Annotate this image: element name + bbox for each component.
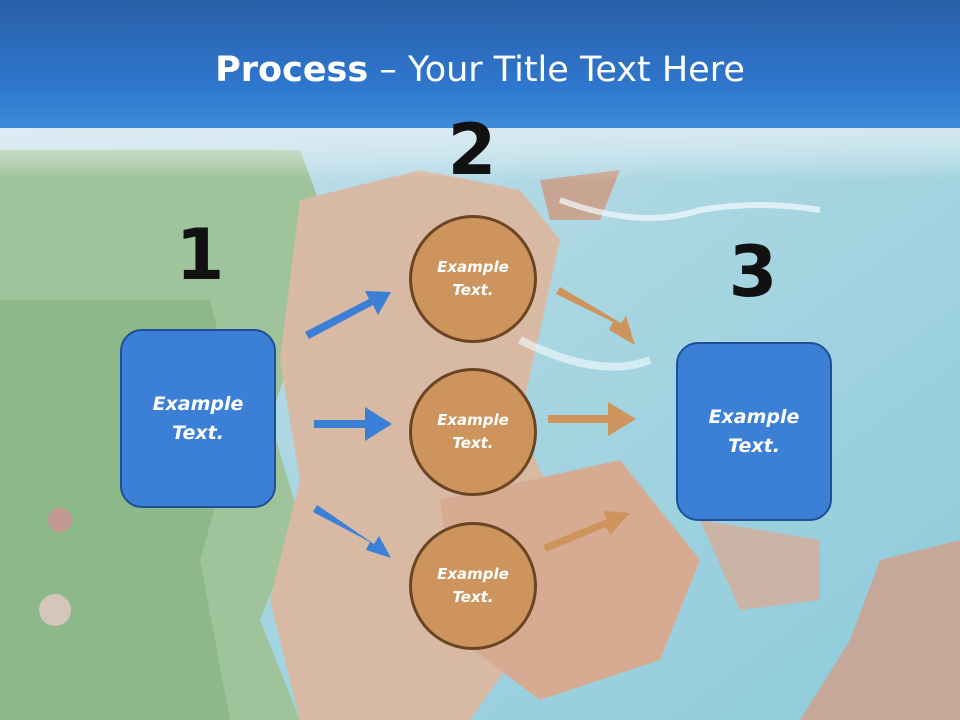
- step-2-circle-bottom: Example Text.: [409, 522, 537, 650]
- step-2-text-top: Example Text.: [437, 258, 509, 299]
- step-3-text: Example Text.: [708, 405, 800, 457]
- title-rest: – Your Title Text Here: [368, 50, 745, 90]
- step-1-box: Example Text.: [120, 329, 276, 508]
- title-bold: Process: [215, 50, 369, 90]
- step-2-text-bottom: Example Text.: [437, 565, 509, 606]
- step-2-circle-middle: Example Text.: [409, 368, 537, 496]
- step-number-3: 3: [728, 231, 778, 313]
- step-number-1: 1: [175, 214, 225, 296]
- step-2-circle-top: Example Text.: [409, 215, 537, 343]
- page-title: Process – Your Title Text Here: [0, 50, 960, 90]
- step-number-2: 2: [447, 109, 497, 191]
- step-2-text-middle: Example Text.: [437, 411, 509, 452]
- step-1-text: Example Text.: [152, 392, 244, 444]
- step-3-box: Example Text.: [676, 342, 832, 521]
